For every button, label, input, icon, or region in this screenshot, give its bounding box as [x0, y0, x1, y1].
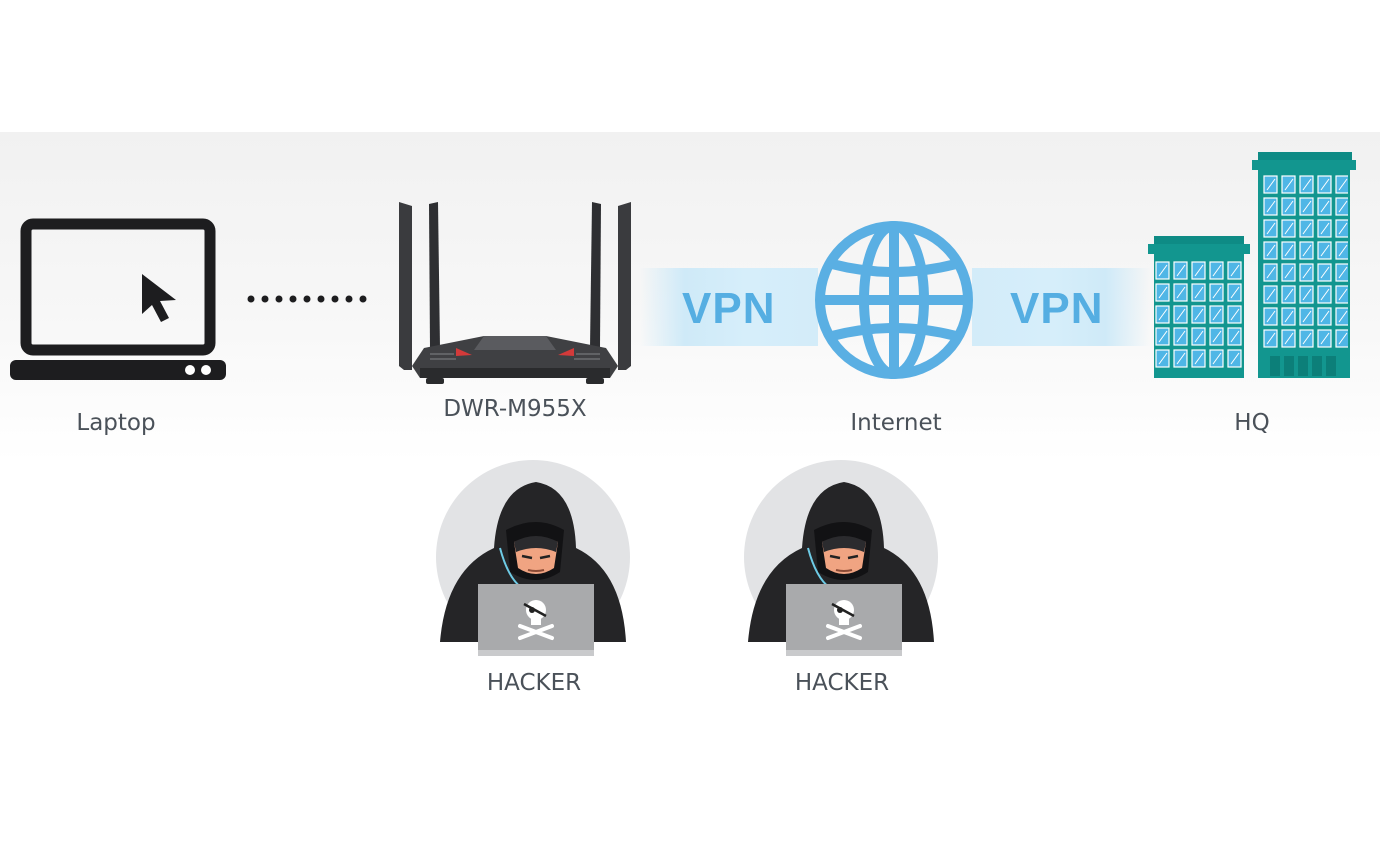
- vpn-label-left: VPN: [682, 284, 776, 333]
- internet-label: Internet: [850, 410, 942, 436]
- hq-buildings-icon: [1148, 152, 1356, 378]
- hacker-label: HACKER: [486, 670, 582, 696]
- vpn-tunnel-right: [972, 268, 1150, 346]
- vpn-label-right: VPN: [1010, 284, 1104, 333]
- router-label: DWR-M955X: [443, 396, 587, 422]
- hq-label: HQ: [1234, 410, 1270, 436]
- vpn-tunnel-left: [640, 268, 818, 346]
- laptop-label: Laptop: [76, 410, 156, 436]
- wireless-link: [247, 295, 367, 303]
- hacker-label: HACKER: [794, 670, 890, 696]
- router-icon: [399, 202, 631, 384]
- globe-icon: [815, 221, 973, 379]
- hacker-icon: [744, 460, 938, 656]
- laptop-icon: [10, 218, 226, 380]
- hacker-icon: [436, 460, 630, 656]
